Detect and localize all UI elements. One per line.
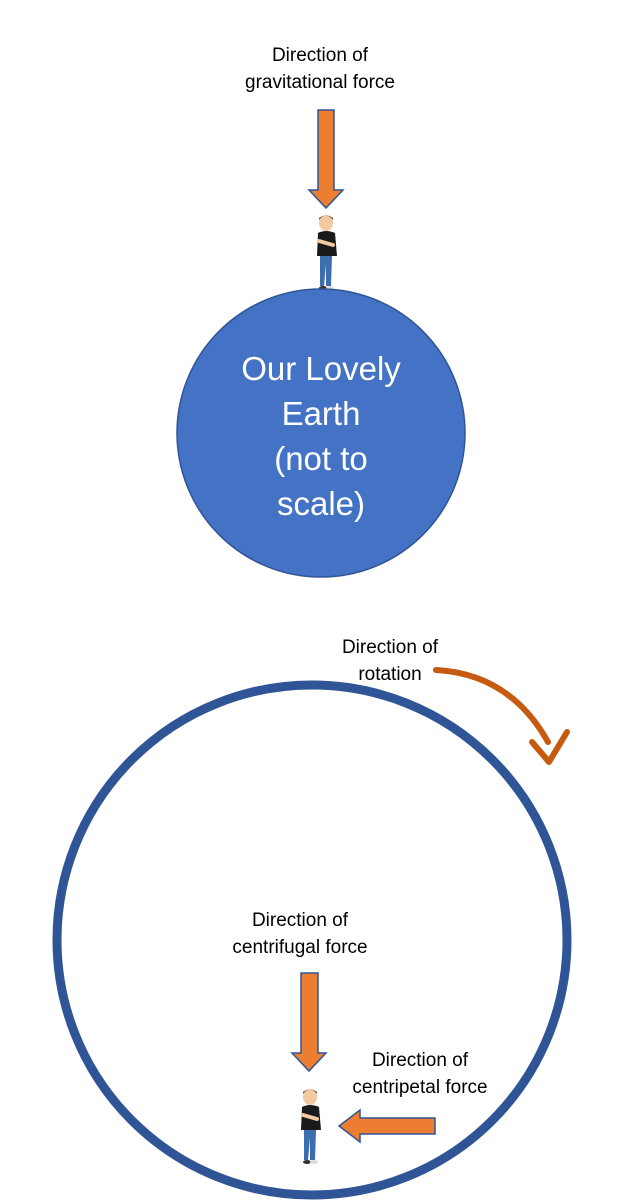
label-line: Direction of xyxy=(341,637,439,658)
centripetal-force-arrow-icon xyxy=(337,1108,436,1144)
earth-label-line: Our Lovely xyxy=(241,350,401,387)
label-line: Direction of xyxy=(251,910,349,931)
centrifugal-force-arrow-icon xyxy=(290,972,328,1073)
person-figure-icon xyxy=(317,215,337,290)
earth-label-line: Earth xyxy=(281,395,361,432)
label-line: Direction of xyxy=(271,45,369,66)
rotation-curved-arrow-icon xyxy=(433,667,570,765)
label-line: centrifugal force xyxy=(232,937,368,958)
gravitational-force-arrow-icon xyxy=(307,109,345,210)
earth-label-line: (not to xyxy=(274,440,368,477)
label-line: rotation xyxy=(358,664,422,685)
earth-label-line: scale) xyxy=(276,485,366,522)
gravitational-force-label: Direction of gravitational force xyxy=(200,42,440,96)
centripetal-force-label: Direction of centripetal force xyxy=(320,1047,520,1101)
label-line: centripetal force xyxy=(352,1077,488,1098)
label-line: gravitational force xyxy=(245,72,395,93)
label-line: Direction of xyxy=(371,1050,469,1071)
earth-circle xyxy=(176,288,466,578)
person-figure-icon xyxy=(301,1089,321,1164)
rotating-station-ring xyxy=(52,680,572,1200)
earth-label: Our Lovely Earth (not to scale) xyxy=(190,346,452,526)
rotation-label: Direction of rotation xyxy=(300,634,480,688)
centrifugal-force-label: Direction of centrifugal force xyxy=(190,907,410,961)
